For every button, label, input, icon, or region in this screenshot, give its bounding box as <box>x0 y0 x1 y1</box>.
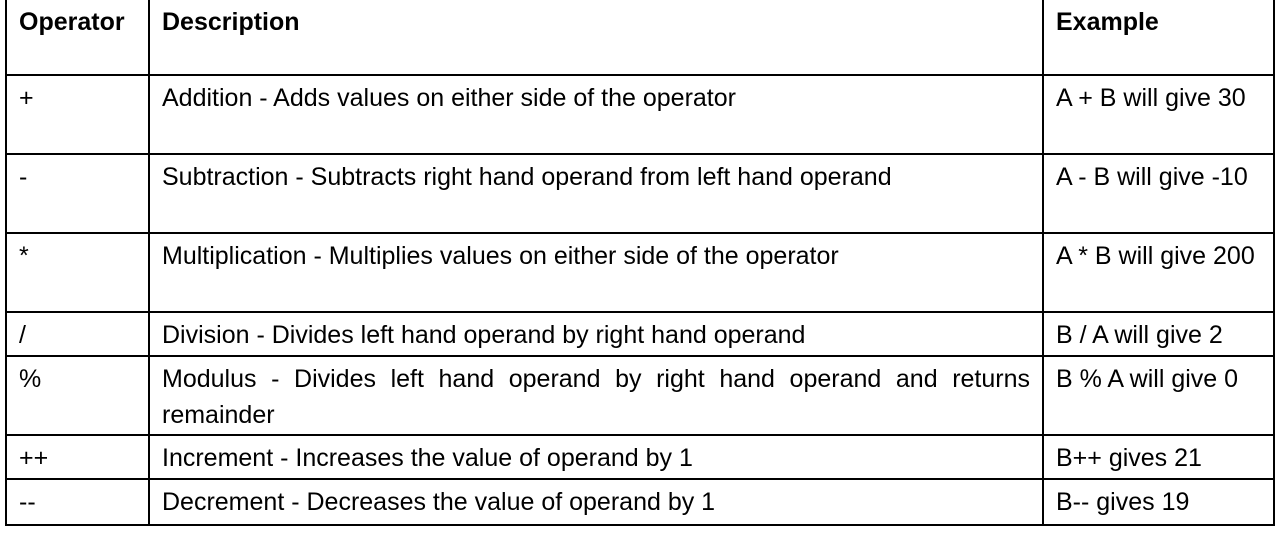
description-cell: Modulus - Divides left hand operand by r… <box>148 355 1044 436</box>
header-operator: Operator <box>5 0 150 76</box>
header-description: Description <box>148 0 1044 76</box>
example-cell: A * B will give 200 <box>1042 232 1275 313</box>
example-cell: A - B will give -10 <box>1042 153 1275 234</box>
table-row: -- Decrement - Decreases the value of op… <box>5 478 1275 526</box>
description-cell: Division - Divides left hand operand by … <box>148 311 1044 357</box>
example-cell: B / A will give 2 <box>1042 311 1275 357</box>
example-cell: B % A will give 0 <box>1042 355 1275 436</box>
description-cell: Addition - Adds values on either side of… <box>148 74 1044 155</box>
operator-cell: ++ <box>5 434 150 480</box>
description-cell: Subtraction - Subtracts right hand opera… <box>148 153 1044 234</box>
operator-cell: / <box>5 311 150 357</box>
table-row: * Multiplication - Multiplies values on … <box>5 232 1275 313</box>
example-cell: B-- gives 19 <box>1042 478 1275 526</box>
operator-cell: + <box>5 74 150 155</box>
operator-cell: -- <box>5 478 150 526</box>
description-cell: Decrement - Decreases the value of opera… <box>148 478 1044 526</box>
operators-table: Operator Description Example + Addition … <box>5 0 1275 526</box>
table-row: + Addition - Adds values on either side … <box>5 74 1275 155</box>
table-row: % Modulus - Divides left hand operand by… <box>5 355 1275 436</box>
operators-table-container: Operator Description Example + Addition … <box>5 0 1275 526</box>
table-row: / Division - Divides left hand operand b… <box>5 311 1275 357</box>
example-cell: B++ gives 21 <box>1042 434 1275 480</box>
example-cell: A + B will give 30 <box>1042 74 1275 155</box>
table-header-row: Operator Description Example <box>5 0 1275 76</box>
operator-cell: * <box>5 232 150 313</box>
table-row: ++ Increment - Increases the value of op… <box>5 434 1275 480</box>
table-row: - Subtraction - Subtracts right hand ope… <box>5 153 1275 234</box>
header-example: Example <box>1042 0 1275 76</box>
operator-cell: % <box>5 355 150 436</box>
operator-cell: - <box>5 153 150 234</box>
description-cell: Multiplication - Multiplies values on ei… <box>148 232 1044 313</box>
description-cell: Increment - Increases the value of opera… <box>148 434 1044 480</box>
